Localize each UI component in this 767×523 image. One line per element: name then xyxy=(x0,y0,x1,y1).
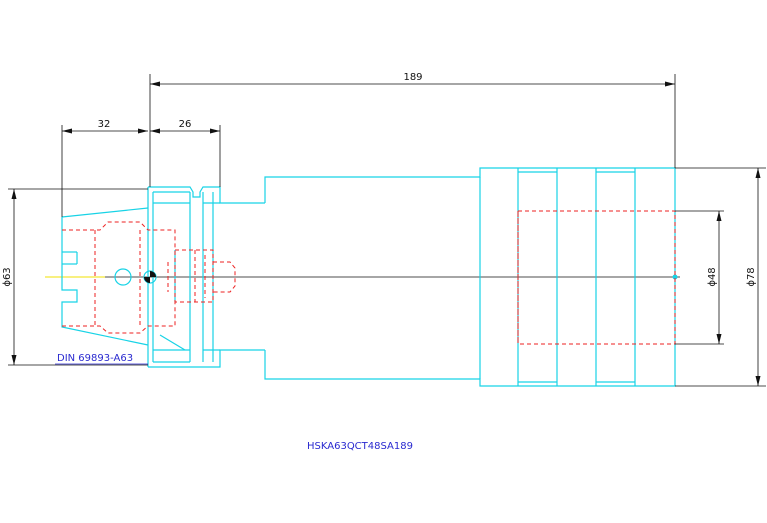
dimension-label-26: 26 xyxy=(179,119,192,130)
dimension-label-d48: ϕ48 xyxy=(707,267,718,286)
dimension-label-189: 189 xyxy=(403,72,422,83)
center-mark xyxy=(144,271,678,283)
dimension-bore-diameter: ϕ48 xyxy=(675,210,724,345)
dimension-overall-length: 189 xyxy=(149,72,676,187)
dimension-label-d63: ϕ63 xyxy=(2,267,13,286)
hidden-lines xyxy=(62,210,676,345)
dimension-label-d78: ϕ78 xyxy=(746,267,757,286)
dimension-flange-length: 32 xyxy=(61,119,148,217)
standard-note: DIN 69893-A63 xyxy=(57,353,133,364)
part-number: HSKA63QCT48SA189 xyxy=(307,441,413,452)
dimension-shank-diameter: ϕ63 xyxy=(2,188,148,366)
dimension-collar-length: 26 xyxy=(150,119,221,187)
dimension-label-32: 32 xyxy=(98,119,111,130)
dimension-body-diameter: ϕ78 xyxy=(675,167,766,387)
